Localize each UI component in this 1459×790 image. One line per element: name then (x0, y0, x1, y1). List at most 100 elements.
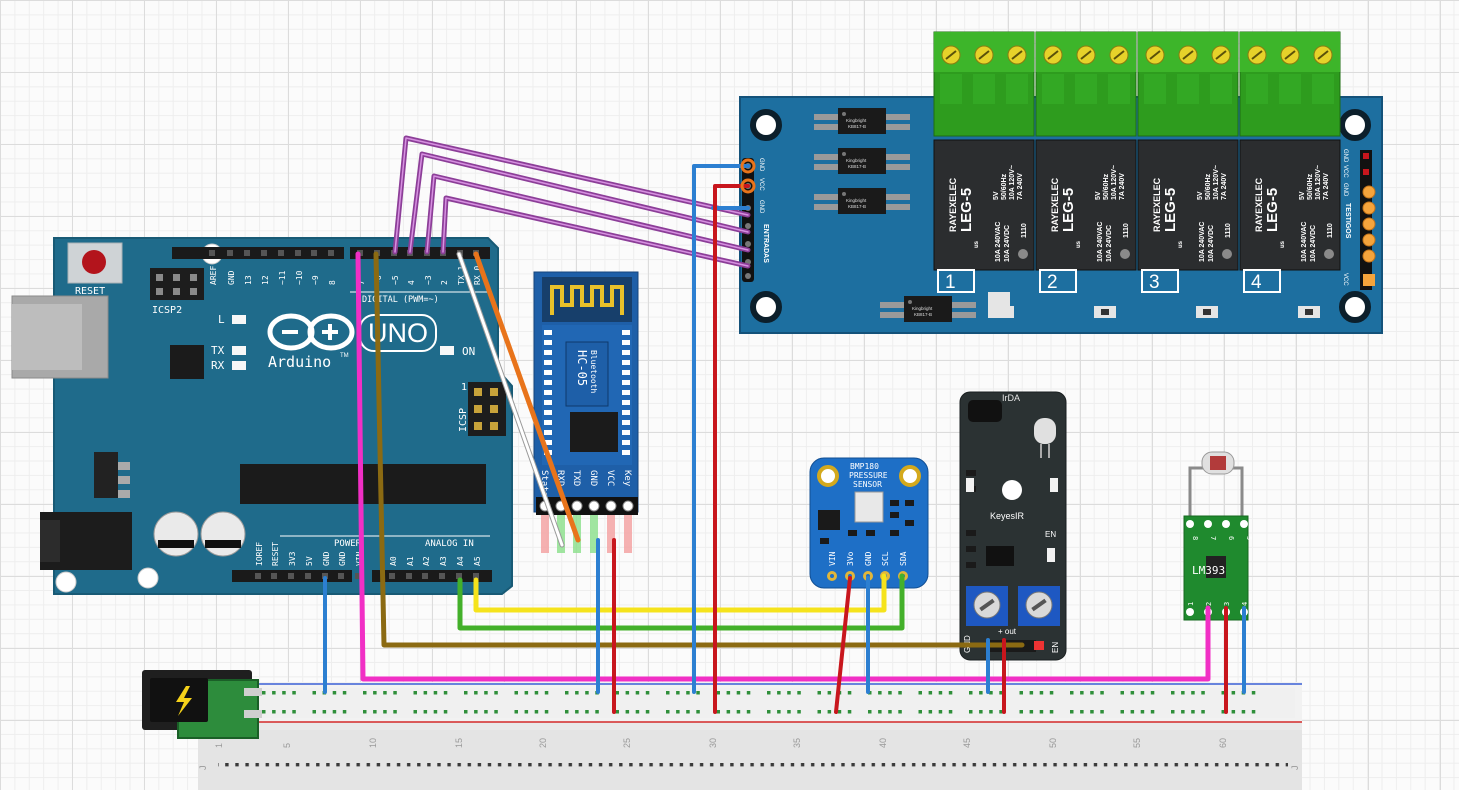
power-pin-label: IOREF (255, 542, 264, 566)
rail-hole (797, 710, 801, 714)
screw-slot (978, 50, 990, 60)
screw-slot (1080, 50, 1092, 60)
relay-input-caption: ENTRADAS (762, 224, 769, 263)
rail-hole (1191, 691, 1195, 695)
relay-indicator-pin (1362, 233, 1376, 247)
lightning-icon (176, 686, 192, 716)
rail-hole (262, 691, 266, 695)
relay-label: 10A 240VAC (995, 222, 1002, 262)
analog-label: ANALOG IN (425, 539, 474, 549)
relay-dot (1222, 249, 1232, 259)
led-tx-label: TX (211, 344, 225, 357)
relay-label: RAYEXELEC (1050, 177, 1060, 232)
rail-hole (1201, 710, 1205, 714)
relay-indicator-pin (1363, 169, 1369, 175)
rail-hole (645, 691, 650, 695)
relay-indicator-pin (1363, 153, 1369, 159)
hc05-pad (622, 370, 630, 375)
rail-hole (1070, 710, 1074, 714)
led-on (440, 346, 454, 355)
rail-hole (948, 710, 953, 714)
rail-hole (484, 691, 488, 695)
relay-label: 10A 120V~ (1315, 165, 1322, 200)
analog-pin-label: A4 (456, 556, 465, 566)
terminal-slot (973, 74, 995, 104)
header-hole (255, 573, 261, 579)
rail-hole (989, 691, 993, 695)
bmp180-sensor-chip (854, 491, 884, 523)
rail-hole (1130, 710, 1135, 714)
screw-slot (1011, 50, 1023, 60)
relay-label: 1110 (1021, 223, 1028, 238)
potentiometer[interactable] (1018, 586, 1060, 626)
hc05-pad (544, 380, 552, 385)
screw-slot (1113, 50, 1125, 60)
relay-label: us (1178, 240, 1184, 248)
rail-hole (1049, 710, 1054, 714)
rail-hole (433, 691, 438, 695)
rail-hole (1171, 710, 1175, 714)
hc05-pad (544, 400, 552, 405)
digital-pin-label: ~3 (424, 275, 433, 285)
hc05-pad (622, 390, 630, 395)
terminal-slot (1042, 74, 1064, 104)
rail-hole (534, 691, 539, 695)
screw-slot (1047, 50, 1059, 60)
hc05-pad (622, 330, 630, 335)
rail-hole (726, 691, 731, 695)
led-on-label: ON (462, 345, 475, 358)
hc05-pad (622, 380, 630, 385)
lm393-pin-label: 8 (1191, 536, 1199, 540)
rail-hole (1181, 710, 1185, 714)
hc05-pad (544, 390, 552, 395)
analog-pin-label: A0 (389, 556, 398, 566)
breadboard-column-number: 25 (622, 738, 632, 748)
relay-input-hole (745, 241, 751, 247)
rail-hole (1049, 691, 1054, 695)
digital-pin-label: 8 (328, 280, 337, 285)
icsp-one-label: 1 (461, 382, 467, 393)
relay-input-hole (745, 223, 751, 229)
rail-hole (292, 710, 296, 714)
rail-hole (878, 710, 882, 714)
relay-dot (1120, 249, 1130, 259)
rail-hole (565, 710, 569, 714)
rail-hole (847, 691, 852, 695)
breadboard-column-number: 1 (214, 743, 224, 748)
keyes-ir-module[interactable]: IrDA KeyesIR EN GND + out EN (959, 391, 1067, 661)
potentiometer[interactable] (966, 586, 1008, 626)
relay-number-box (1039, 269, 1077, 293)
bmp180-title: BMP180 (850, 462, 879, 471)
digital-pin-label: 4 (407, 280, 416, 285)
digital-pin-label: RX 0 (473, 266, 482, 285)
relay-input-pin-label: GND (758, 200, 764, 214)
rail-hole (989, 710, 993, 714)
relay-number-box (1243, 269, 1281, 293)
relay-body (1137, 139, 1239, 271)
terminal-slot (1108, 74, 1130, 104)
rail-hole (1191, 710, 1195, 714)
optocoupler-part: KB817-B (848, 164, 866, 169)
antenna-trace (550, 285, 624, 315)
rail-hole (938, 691, 943, 695)
lm393-pin-hole (1240, 520, 1248, 528)
analog-pin-label: A3 (439, 556, 448, 566)
hc05-pin-label: RXD (555, 470, 565, 486)
led-l-label: L (218, 313, 225, 326)
rail-hole (575, 710, 579, 714)
dc-power-jack[interactable] (142, 670, 262, 739)
reset-label: RESET (75, 286, 105, 297)
ir-name: KeyesIR (990, 511, 1025, 521)
ir-en-bottom-label: EN (1051, 642, 1060, 653)
lm393-pin-label: 1 (1187, 602, 1195, 606)
wire-blue (692, 164, 750, 694)
